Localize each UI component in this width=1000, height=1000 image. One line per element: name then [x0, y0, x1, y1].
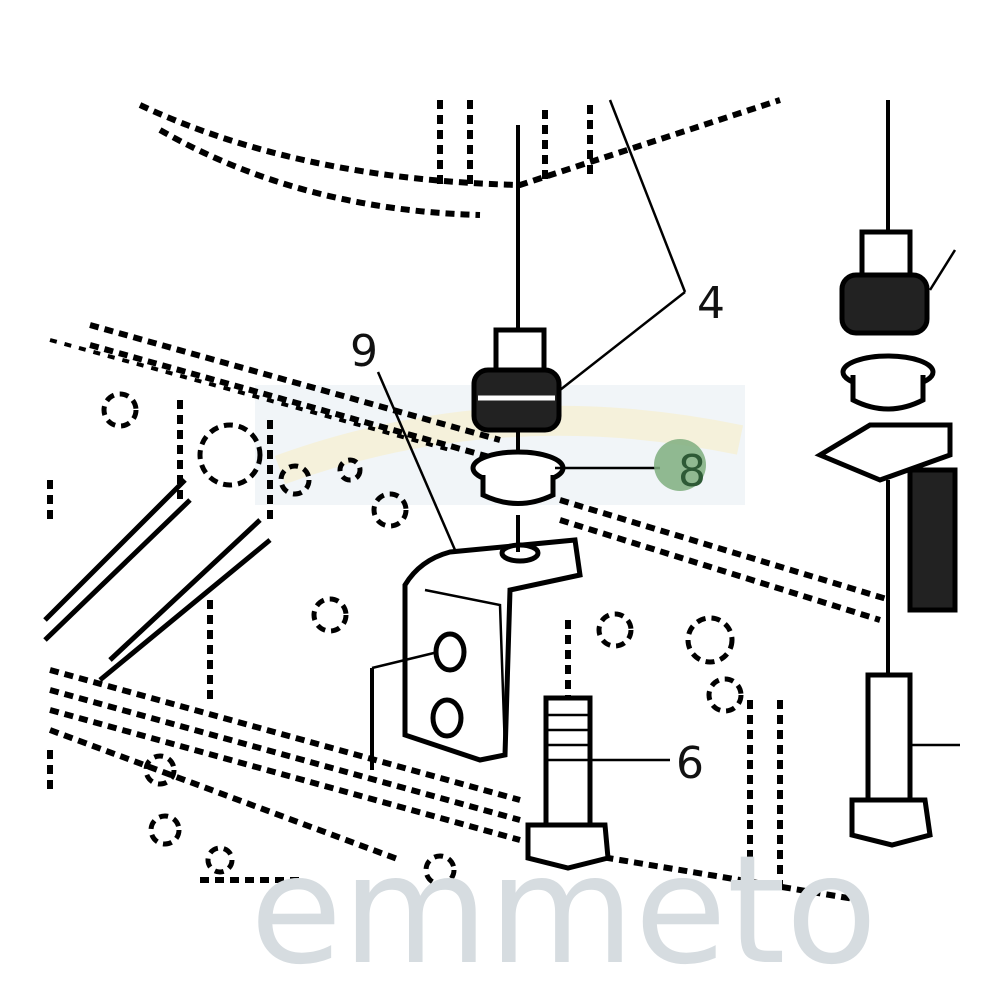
callout-label-8[interactable]: 8: [678, 446, 706, 497]
bolt-part-6: [543, 695, 593, 829]
right-assembly: [814, 100, 960, 848]
background-frame: [43, 97, 891, 903]
main-assembly: [370, 125, 611, 871]
callout-label-9[interactable]: 9: [350, 326, 378, 377]
callout-label-6[interactable]: 6: [676, 738, 704, 789]
leader-lines: [376, 99, 687, 762]
watermark-text: emmeto: [250, 824, 877, 998]
callout-highlight-8: [654, 439, 706, 491]
callout-label-4[interactable]: 4: [697, 278, 725, 329]
